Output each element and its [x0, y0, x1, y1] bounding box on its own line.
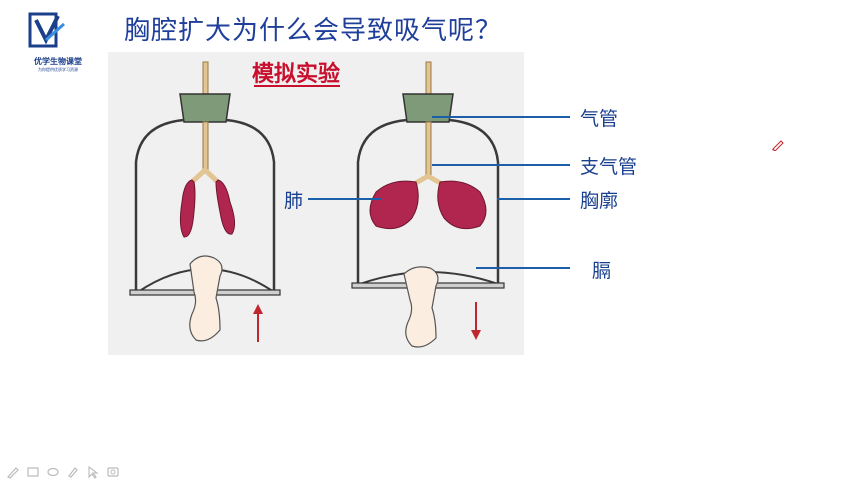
- annotation-toolbar: [6, 464, 120, 480]
- page-title: 胸腔扩大为什么会导致吸气呢？: [124, 16, 503, 46]
- label-diaphragm: 膈: [592, 260, 612, 282]
- right-stopper: [402, 93, 454, 123]
- right-arrow-down: [471, 330, 481, 340]
- logo-subtitle: 为你提供优质学习资源: [38, 67, 78, 72]
- label-bronchus: 支气管: [580, 156, 638, 178]
- left-hand: [189, 255, 223, 342]
- logo-mark: [28, 12, 65, 48]
- label-trachea: 气管: [580, 108, 619, 130]
- screen-icon[interactable]: [26, 465, 40, 479]
- pointer-icon[interactable]: [86, 465, 100, 479]
- screenshot-icon[interactable]: [106, 465, 120, 479]
- right-hand: [403, 266, 439, 348]
- experiment-banner: 模拟实验: [252, 61, 340, 87]
- left-jar-glass: [134, 118, 185, 292]
- left-lung-deflated: [179, 179, 196, 238]
- right-jar-glass: [356, 118, 408, 284]
- logo: 优学生物课堂 为你提供优质学习资源: [8, 6, 98, 72]
- highlighter-icon[interactable]: [66, 465, 80, 479]
- bell-jar-model-diagram: 模拟实验: [108, 52, 524, 355]
- right-lung-inflated: [369, 180, 419, 230]
- pen-icon[interactable]: [6, 465, 20, 479]
- right-jar-model: [351, 61, 505, 348]
- left-arrow-up: [253, 304, 263, 314]
- left-stopper: [179, 93, 231, 123]
- label-rib-cage: 胸廓: [580, 190, 619, 212]
- label-lung: 肺: [284, 190, 304, 212]
- pen-cursor-icon: [772, 140, 784, 151]
- eraser-icon[interactable]: [46, 465, 60, 479]
- logo-title: 优学生物课堂: [34, 57, 82, 66]
- left-jar-model: [129, 61, 281, 342]
